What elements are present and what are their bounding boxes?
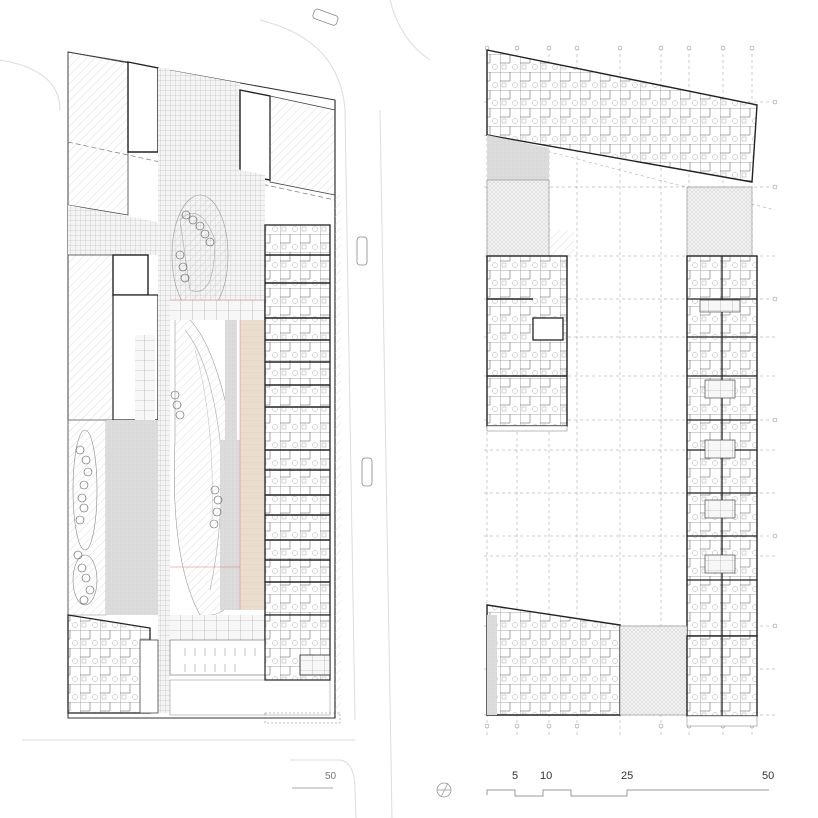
right-floor-plan xyxy=(483,45,778,735)
left-site-plan xyxy=(67,51,341,724)
right-scale-label-5: 5 xyxy=(512,770,519,782)
right-scale-label-10: 10 xyxy=(540,770,553,782)
right-scale-label-25: 25 xyxy=(621,770,634,782)
tree-icon xyxy=(73,210,223,605)
left-scale-label: 50 xyxy=(325,771,337,782)
right-scale-label-50: 50 xyxy=(762,770,775,782)
north-arrow-icon xyxy=(436,782,452,798)
right-scale-bar xyxy=(486,789,769,797)
road-lines xyxy=(0,0,431,818)
